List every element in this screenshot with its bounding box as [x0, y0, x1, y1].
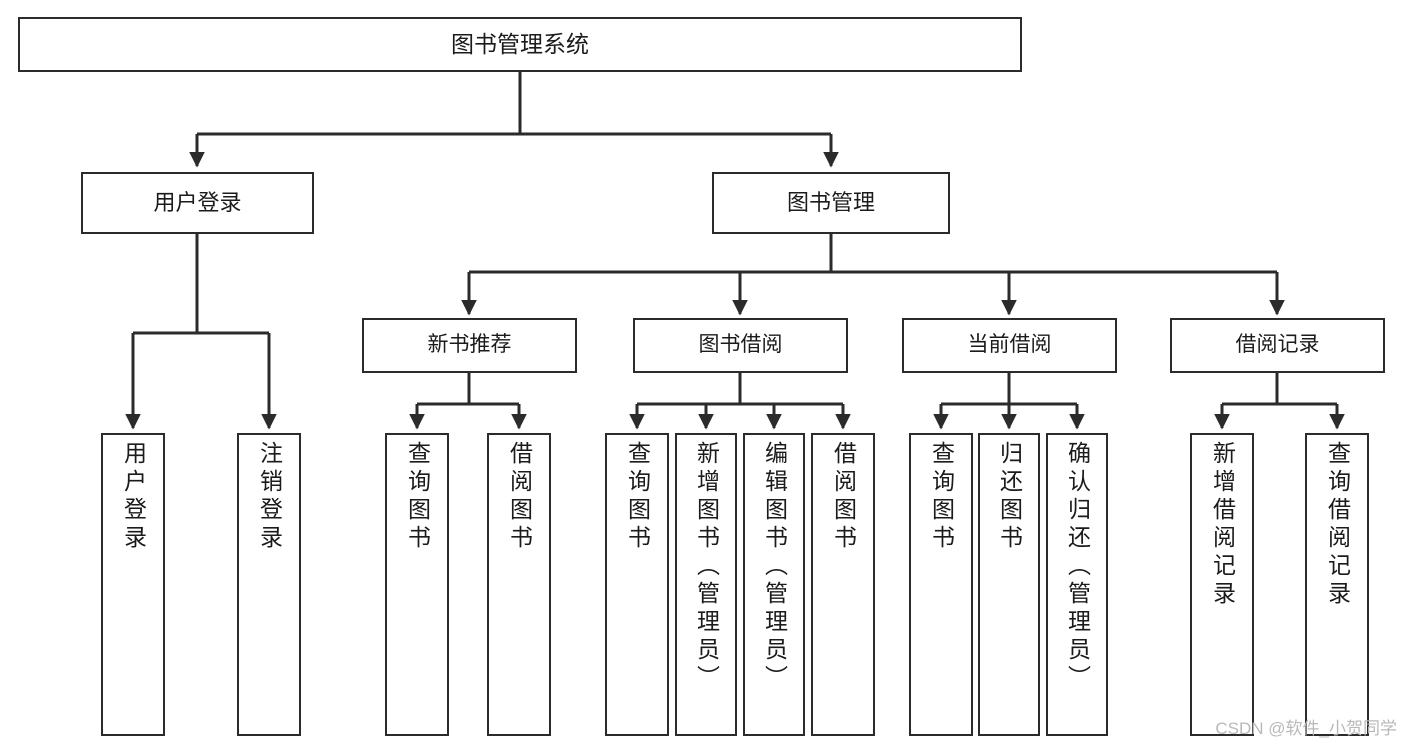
- node-leaf-confirm-return-admin[interactable]: 确认归还（管理员）: [1046, 433, 1108, 736]
- node-leaf-return-book[interactable]: 归还图书: [978, 433, 1040, 736]
- node-leaf-user-login[interactable]: 用户登录: [101, 433, 165, 736]
- node-borrow-record-label: 借阅记录: [1235, 333, 1320, 357]
- node-leaf-add-book-admin[interactable]: 新增图书（管理员）: [675, 433, 737, 736]
- node-leaf-borrow-book-2-label: 借阅图书: [830, 441, 857, 553]
- node-leaf-logout[interactable]: 注销登录: [237, 433, 301, 736]
- node-leaf-query-borrow-record-label: 查询借阅记录: [1324, 441, 1351, 609]
- node-leaf-borrow-book-1-label: 借阅图书: [506, 441, 533, 553]
- node-current-borrow-label: 当前借阅: [967, 333, 1052, 357]
- node-book-management[interactable]: 图书管理: [712, 172, 950, 234]
- node-leaf-query-book-3-label: 查询图书: [928, 441, 955, 553]
- node-leaf-query-book-2[interactable]: 查询图书: [605, 433, 669, 736]
- node-leaf-edit-book-admin-label: 编辑图书（管理员）: [761, 441, 788, 693]
- node-new-book-recommend[interactable]: 新书推荐: [362, 318, 577, 373]
- node-leaf-user-login-label: 用户登录: [120, 441, 147, 553]
- node-leaf-add-book-admin-label: 新增图书（管理员）: [693, 441, 720, 693]
- node-leaf-borrow-book-2[interactable]: 借阅图书: [811, 433, 875, 736]
- node-root[interactable]: 图书管理系统: [18, 17, 1022, 72]
- node-root-label: 图书管理系统: [451, 30, 589, 57]
- node-leaf-query-book-1[interactable]: 查询图书: [385, 433, 449, 736]
- node-leaf-query-book-3[interactable]: 查询图书: [909, 433, 973, 736]
- csdn-watermark: CSDN @软件_小贺同学: [1215, 719, 1397, 738]
- node-leaf-add-borrow-record[interactable]: 新增借阅记录: [1190, 433, 1254, 736]
- node-leaf-query-book-1-label: 查询图书: [404, 441, 431, 553]
- node-book-borrow[interactable]: 图书借阅: [633, 318, 848, 373]
- node-leaf-borrow-book-1[interactable]: 借阅图书: [487, 433, 551, 736]
- node-current-borrow[interactable]: 当前借阅: [902, 318, 1117, 373]
- node-leaf-query-borrow-record[interactable]: 查询借阅记录: [1305, 433, 1369, 736]
- node-new-book-recommend-label: 新书推荐: [427, 333, 512, 357]
- node-user-login[interactable]: 用户登录: [81, 172, 314, 234]
- node-book-management-label: 图书管理: [786, 190, 875, 216]
- node-leaf-add-borrow-record-label: 新增借阅记录: [1209, 441, 1236, 609]
- node-leaf-query-book-2-label: 查询图书: [624, 441, 651, 553]
- node-leaf-logout-label: 注销登录: [256, 441, 283, 553]
- node-borrow-record[interactable]: 借阅记录: [1170, 318, 1385, 373]
- node-leaf-confirm-return-admin-label: 确认归还（管理员）: [1064, 441, 1091, 693]
- node-user-login-label: 用户登录: [153, 190, 242, 216]
- node-leaf-return-book-label: 归还图书: [996, 441, 1023, 553]
- node-leaf-edit-book-admin[interactable]: 编辑图书（管理员）: [743, 433, 805, 736]
- node-book-borrow-label: 图书借阅: [698, 333, 783, 357]
